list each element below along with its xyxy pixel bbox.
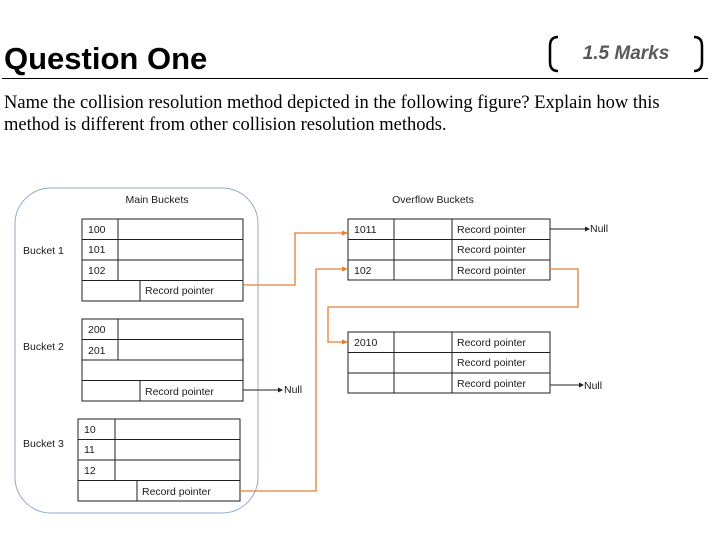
main-buckets-container [14, 187, 259, 514]
overflow-1-null: Null [590, 223, 608, 235]
arrow-head-icon [278, 387, 283, 393]
arrow-head-icon [585, 226, 590, 232]
overflow-2-key-1: 2010 [354, 337, 378, 349]
bucket-3-table [77, 418, 241, 502]
overflow-1-table [347, 218, 551, 281]
marks-badge: 1.5 Marks [548, 34, 704, 74]
bucket-2-table [81, 318, 244, 402]
link-overflow1-to-overflow2 [327, 268, 579, 343]
bucket-3-label: Bucket 3 [23, 438, 64, 450]
bucket-3-key-1: 10 [84, 424, 96, 436]
bucket-2-null: Null [284, 384, 302, 396]
overflow-buckets-header: Overflow Buckets [392, 194, 474, 206]
bucket-2-key-1: 200 [88, 324, 106, 336]
overflow-2-null: Null [584, 380, 602, 392]
overflow-1-pointer-1: Record pointer [457, 224, 526, 236]
link-bucket1-to-overflow1 [243, 232, 343, 286]
overflow-1-pointer-3: Record pointer [457, 265, 526, 277]
bracket-icon [548, 35, 704, 73]
overflow-2-table [347, 331, 551, 394]
bucket-2-key-2: 201 [88, 345, 106, 357]
arrow-head-icon [342, 339, 348, 345]
bucket-1-key-2: 101 [88, 244, 106, 256]
overflow-1-key-1: 1011 [354, 224, 377, 236]
bucket-2-record-pointer: Record pointer [145, 386, 214, 398]
main-buckets-header: Main Buckets [125, 194, 188, 206]
marks-value: 1.5 Marks [582, 43, 670, 64]
arrow-head-icon [342, 230, 348, 236]
overflow-2-pointer-3: Record pointer [457, 378, 526, 390]
bucket-1-key-1: 100 [88, 224, 106, 236]
bucket-1-label: Bucket 1 [23, 245, 64, 257]
question-text: Name the collision resolution method dep… [4, 93, 660, 135]
arrow-head-icon [342, 266, 348, 272]
bucket-3-record-pointer: Record pointer [142, 486, 211, 498]
link-bucket3-to-overflow1 [240, 268, 343, 492]
overflow-1-key-3: 102 [354, 265, 372, 277]
arrow-head-icon [579, 382, 584, 388]
overflow-2-pointer-2: Record pointer [457, 357, 526, 369]
bucket-2-label: Bucket 2 [23, 341, 64, 353]
bucket-1-table [81, 218, 244, 302]
bucket-3-key-3: 12 [84, 465, 96, 477]
bucket-1-key-3: 102 [88, 265, 106, 277]
title-divider [2, 78, 708, 79]
bucket-3-key-2: 11 [84, 444, 95, 456]
overflow-1-pointer-2: Record pointer [457, 244, 526, 256]
bucket-1-record-pointer: Record pointer [145, 285, 214, 297]
question-title: Question One [4, 41, 208, 76]
overflow-2-pointer-1: Record pointer [457, 337, 526, 349]
